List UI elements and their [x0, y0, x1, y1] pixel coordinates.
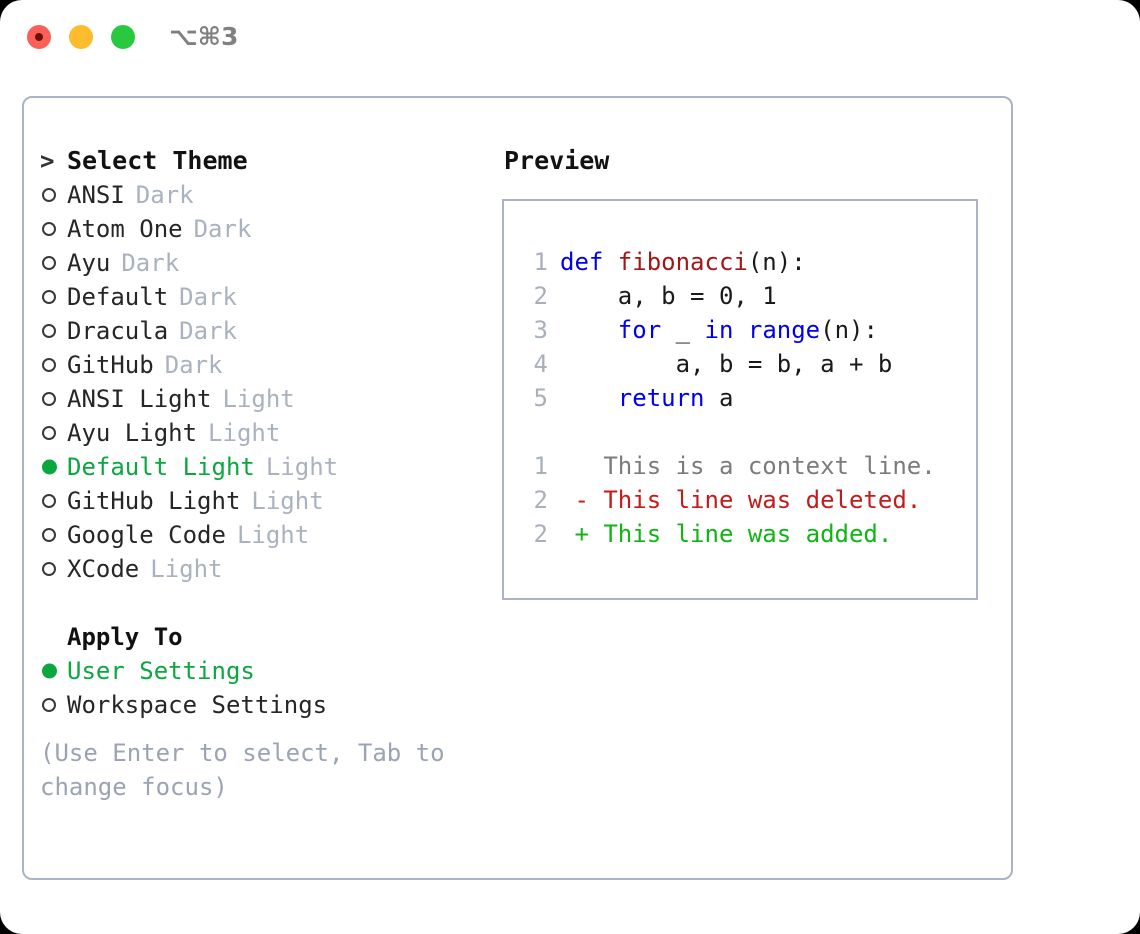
- theme-option-label: XCode: [67, 555, 140, 583]
- theme-option-label: Atom One: [67, 215, 183, 243]
- theme-variant-tag: Dark: [193, 215, 252, 243]
- theme-option-label: Default: [67, 283, 169, 311]
- line-number: 3: [533, 316, 548, 344]
- close-light-icon[interactable]: [27, 25, 51, 49]
- theme-option-label: Default Light: [67, 453, 255, 481]
- theme-option-atom-one[interactable]: Atom One Dark: [40, 212, 480, 246]
- theme-variant-tag: Light: [265, 453, 339, 481]
- zoom-light-icon[interactable]: [111, 25, 135, 49]
- theme-option-default[interactable]: Default Dark: [40, 280, 480, 314]
- theme-variant-tag: Dark: [179, 317, 237, 345]
- code-line: 5 return a: [518, 381, 976, 415]
- code-token: (n):: [747, 248, 806, 276]
- diff-line: 2 + This line was added.: [518, 517, 976, 551]
- theme-option-ayu[interactable]: Ayu Dark: [40, 246, 480, 280]
- code-token: for: [617, 316, 662, 344]
- theme-option-label: Dracula: [67, 317, 169, 345]
- theme-variant-tag: Dark: [179, 283, 237, 311]
- theme-option-label: GitHub Light: [67, 487, 241, 515]
- code-token: def: [560, 248, 618, 276]
- code-token: [733, 313, 747, 347]
- apply-to-option-label: Workspace Settings: [67, 691, 328, 719]
- select-theme-header: > Select Theme: [40, 144, 480, 178]
- line-number: 5: [533, 384, 548, 412]
- window-controls: [27, 25, 135, 49]
- theme-variant-tag: Light: [251, 487, 324, 515]
- code-token: [560, 381, 618, 415]
- code-line: 4 a, b = b, a + b: [518, 347, 976, 381]
- code-token: + This line was added.: [560, 520, 893, 548]
- code-token: (n):: [820, 316, 878, 344]
- apply-to-option-label: User Settings: [67, 657, 255, 685]
- line-number: 2: [533, 486, 548, 514]
- theme-option-default-light[interactable]: Default Light Light: [40, 450, 480, 484]
- diff-line: 1 This is a context line.: [518, 449, 976, 483]
- code-token: a: [704, 384, 734, 412]
- keyboard-shortcut-label: ⌥⌘3: [169, 22, 239, 51]
- theme-option-label: Ayu: [67, 249, 111, 277]
- theme-option-label: GitHub: [67, 351, 154, 379]
- code-token: range: [747, 316, 821, 344]
- apply-to-group-title: Apply To: [40, 620, 480, 654]
- line-number: 2: [533, 282, 548, 310]
- code-line: 3 for _ in range(n):: [518, 313, 976, 347]
- theme-option-github[interactable]: GitHub Dark: [40, 348, 480, 382]
- preview-title: Preview: [504, 146, 610, 175]
- line-number: 2: [533, 520, 548, 548]
- prompt-caret-icon: >: [40, 147, 55, 175]
- theme-option-ansi-light[interactable]: ANSI Light Light: [40, 382, 480, 416]
- code-token: _: [661, 316, 705, 344]
- theme-variant-tag: Dark: [135, 181, 194, 209]
- apply-to-label: Apply To: [67, 623, 183, 651]
- theme-option-label: ANSI Light: [67, 385, 212, 413]
- code-token: This is a context line.: [560, 452, 936, 480]
- theme-option-label: Google Code: [67, 521, 226, 549]
- theme-variant-tag: Dark: [164, 351, 223, 379]
- code-diff-separator: [518, 415, 976, 449]
- theme-option-label: ANSI: [67, 181, 125, 209]
- theme-option-github-light[interactable]: GitHub Light Light: [40, 484, 480, 518]
- code-token: a, b = 0, 1: [560, 282, 777, 310]
- theme-variant-tag: Light: [236, 521, 310, 549]
- code-token: fibonacci: [617, 248, 748, 276]
- code-token: in: [704, 316, 734, 344]
- minimize-light-icon[interactable]: [69, 25, 93, 49]
- theme-option-ansi[interactable]: ANSI Dark: [40, 178, 480, 212]
- theme-variant-tag: Light: [208, 419, 281, 447]
- code-token: [560, 313, 618, 347]
- code-token: a, b = b, a + b: [560, 350, 893, 378]
- line-number: 1: [533, 248, 548, 276]
- keyboard-hint-text: (Use Enter to select, Tab to change focu…: [40, 739, 445, 801]
- theme-option-ayu-light[interactable]: Ayu Light Light: [40, 416, 480, 450]
- diff-line: 2 - This line was deleted.: [518, 483, 976, 517]
- theme-variant-tag: Dark: [121, 249, 180, 277]
- theme-option-xcode[interactable]: XCode Light: [40, 552, 480, 586]
- theme-option-google-code[interactable]: Google Code Light: [40, 518, 480, 552]
- select-theme-title: Select Theme: [67, 146, 248, 175]
- line-number: 1: [533, 452, 548, 480]
- title-bar: ⌥⌘3: [0, 0, 1140, 78]
- theme-variant-tag: Light: [150, 555, 223, 583]
- theme-variant-tag: Light: [222, 385, 295, 413]
- theme-option-label: Ayu Light: [67, 419, 198, 447]
- apply-to-option-workspace-settings[interactable]: Workspace Settings: [40, 688, 480, 722]
- line-number: 4: [533, 350, 548, 378]
- code-token: return: [617, 384, 705, 412]
- apply-to-option-user-settings[interactable]: User Settings: [40, 654, 480, 688]
- diff-sample: 1 This is a context line.2 - This line w…: [518, 449, 976, 551]
- code-line: 2 a, b = 0, 1: [518, 279, 976, 313]
- code-line: 1 def fibonacci(n):: [518, 245, 976, 279]
- code-token: - This line was deleted.: [560, 486, 922, 514]
- theme-option-dracula[interactable]: Dracula Dark: [40, 314, 480, 348]
